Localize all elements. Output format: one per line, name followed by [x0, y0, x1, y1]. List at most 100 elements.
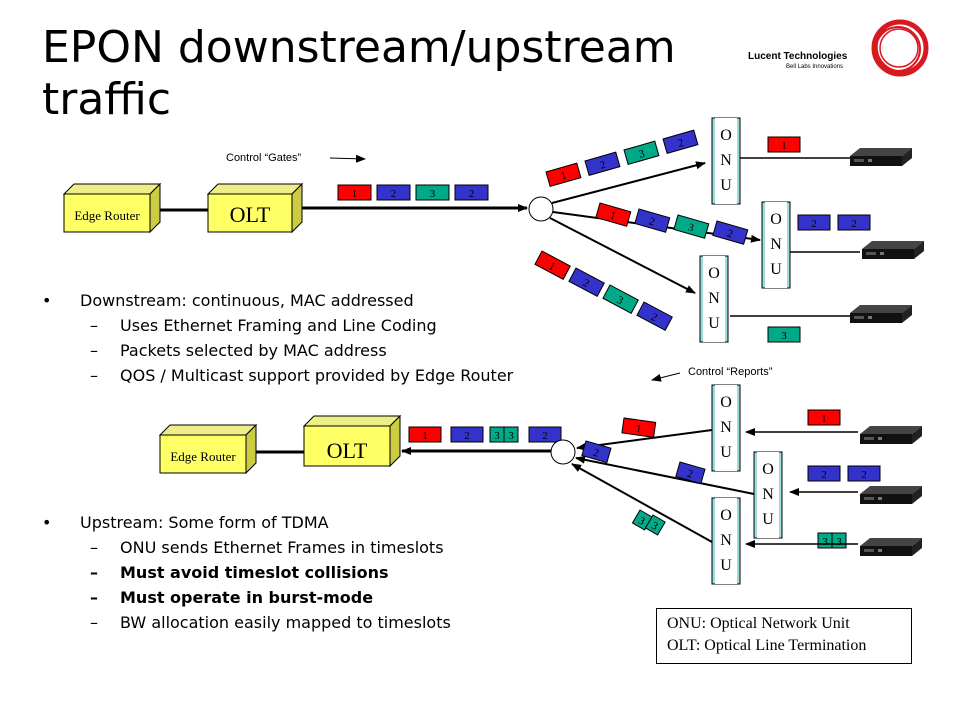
down-branch-1-packet-1: 1	[545, 162, 582, 188]
olt-up: OLT	[302, 414, 402, 468]
up-branch-packet-1: 1	[621, 417, 657, 438]
down-branch-3-packet-2: 2	[568, 267, 605, 297]
up-packet-5-label: 2	[542, 430, 548, 442]
control-reports-arrow	[651, 372, 681, 382]
up-onu-2-in-packet-1: 2	[807, 465, 841, 482]
slide-title-line1: EPON downstream/upstream	[42, 22, 676, 73]
bullets-down-item-3: Packets selected by MAC address	[42, 338, 513, 363]
down-branch-2-packet-2: 2	[634, 208, 671, 233]
down-branch-2-packet-2-label: 2	[648, 216, 657, 229]
control-gates-label: Control “Gates”	[226, 152, 302, 164]
logo-name: Lucent Technologies	[748, 51, 848, 62]
onu-up-3: ONU	[711, 497, 741, 585]
down-branch-3-packet-1: 1	[534, 250, 571, 280]
olt-down: OLT	[206, 182, 304, 234]
up-packet-3-label: 3	[494, 430, 500, 442]
down-branch-1-packet-1-label: 1	[560, 170, 569, 183]
onu-up-2-letter-2: N	[762, 486, 774, 503]
up-onu-1-in-packet-1: 1	[807, 409, 841, 426]
down-branch-1-packet-2: 2	[584, 151, 621, 177]
down-onu-2-out-packet-1-label: 2	[811, 218, 817, 230]
lucent-ring-icon	[871, 19, 929, 77]
up-branch-packet-4-label: 3	[636, 515, 647, 528]
down-onu-1-out-packet-1-label: 1	[781, 140, 787, 152]
onu-up-2-letter-1: O	[762, 461, 774, 478]
up-onu-3-in-packet-2: 3	[831, 532, 847, 549]
edge-router-up-label: Edge Router	[170, 449, 236, 464]
up-packet-4-label: 3	[508, 430, 514, 442]
up-branch-packet-1-label: 1	[635, 423, 642, 436]
slide-title-line2: traffic	[42, 74, 172, 125]
onu-down-3-letter-2: N	[708, 290, 720, 307]
down-branch-3-packet-3: 3	[602, 284, 639, 314]
up-packet-4: 3	[503, 426, 519, 443]
down-branch-1-packet-4: 2	[662, 129, 699, 155]
down-branch-1-packet-3-label: 3	[638, 148, 647, 161]
down-branch-2-packet-1-label: 1	[609, 210, 618, 223]
down-branch-2-packet-4-label: 2	[726, 228, 735, 241]
down-onu-2-out-packet-2: 2	[837, 214, 871, 231]
up-branch-packet-2: 2	[581, 440, 612, 464]
onu-down-3: ONU	[699, 255, 729, 343]
down-branch-1-packet-2-label: 2	[599, 159, 608, 172]
down-packet-1-label: 1	[352, 188, 358, 200]
down-onu-1-out-packet-1: 1	[767, 136, 801, 153]
edge-router-down: Edge Router	[62, 182, 162, 234]
onu-up-2: ONU	[753, 451, 783, 539]
down-branch-3-packet-4-label: 2	[649, 311, 659, 324]
down-branch-2-packet-4: 2	[712, 220, 749, 245]
legend-olt: OLT: Optical Line Termination	[667, 637, 867, 654]
splitter-down	[528, 196, 554, 222]
down-branch-2-packet-3: 3	[673, 214, 710, 239]
onu-up-3-letter-3: U	[720, 557, 732, 574]
down-packet-2-label: 2	[391, 188, 397, 200]
down-branch-1-packet-4-label: 2	[677, 137, 686, 150]
up-packet-1: 1	[408, 426, 442, 443]
onu-up-2-letter-3: U	[762, 511, 774, 528]
onu-down-2: ONU	[761, 201, 791, 289]
set-top-box-icon	[860, 486, 922, 504]
up-onu-2-in-packet-1-label: 2	[821, 469, 827, 481]
onu-down-2-letter-3: U	[770, 261, 782, 278]
device-group	[850, 148, 924, 556]
set-top-box-icon	[862, 241, 924, 259]
up-branch-packet-5-label: 3	[649, 520, 660, 533]
down-branch-3-packet-1-label: 1	[547, 260, 557, 273]
splitter-up	[550, 439, 576, 465]
up-onu-3-in-packet-2-label: 3	[836, 536, 842, 548]
control-gates-arrow	[329, 154, 366, 163]
onu-down-3-letter-1: O	[708, 265, 720, 282]
up-packet-2: 2	[450, 426, 484, 443]
down-branch-3-packet-3-label: 3	[615, 294, 626, 307]
down-onu-2-out-packet-2-label: 2	[851, 218, 857, 230]
onu-up-3-letter-2: N	[720, 532, 732, 549]
down-branch-3-packet-2-label: 2	[581, 277, 591, 290]
bullets-down-item-2: Uses Ethernet Framing and Line Coding	[42, 313, 513, 338]
onu-up-1: ONU	[711, 384, 741, 472]
branch-down-1	[551, 161, 706, 204]
olt-down-label: OLT	[230, 202, 271, 227]
onu-down-1-letter-2: N	[720, 152, 732, 169]
up-onu-3-in-packet-1: 3	[817, 532, 833, 549]
onu-down-2-letter-2: N	[770, 236, 782, 253]
branch-up-3	[571, 463, 713, 543]
onu-down-1-letter-1: O	[720, 127, 732, 144]
edge-router-up: Edge Router	[158, 423, 258, 475]
down-packet-3: 3	[415, 184, 450, 201]
up-onu-1-in-packet-1-label: 1	[821, 413, 827, 425]
branch-up-2	[575, 455, 755, 495]
onu-down-1: ONU	[711, 117, 741, 205]
set-top-box-icon	[850, 305, 912, 323]
down-branch-2-packet-3-label: 3	[687, 222, 696, 235]
onu-up-3-letter-1: O	[720, 507, 732, 524]
bullets-up-item-5: BW allocation easily mapped to timeslots	[42, 610, 451, 635]
set-top-box-icon	[860, 426, 922, 444]
lucent-logo: Lucent Technologies Bell Labs Innovation…	[748, 18, 938, 80]
down-branch-1-packet-3: 3	[623, 140, 660, 166]
set-top-box-icon	[850, 148, 912, 166]
